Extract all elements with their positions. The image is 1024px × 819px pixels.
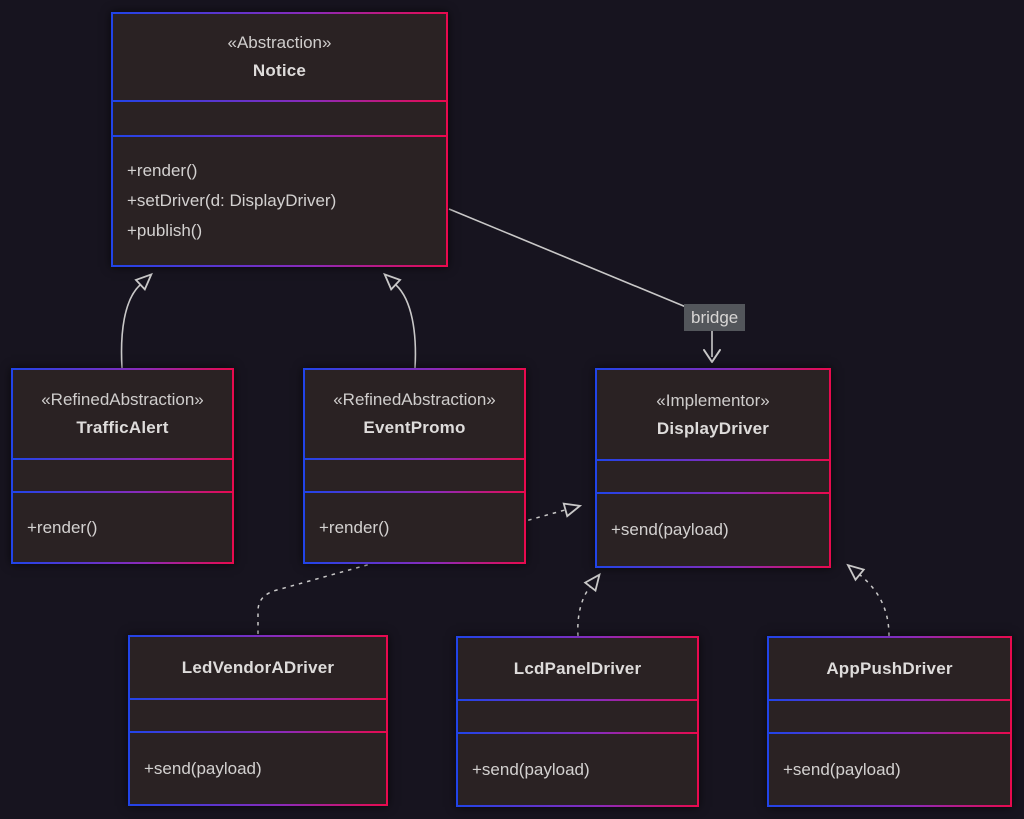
compartment-divider xyxy=(305,458,524,460)
class-name: LedVendorADriver xyxy=(181,657,335,677)
compartment-divider xyxy=(13,491,232,493)
class-name: TrafficAlert xyxy=(76,418,169,437)
methods-compartment: +render() xyxy=(13,493,232,562)
methods-compartment: +send(payload) xyxy=(458,734,697,805)
class-notice: «Abstraction» Notice +render() +setDrive… xyxy=(111,12,448,267)
attributes-compartment xyxy=(769,701,1010,732)
stereotype-label: «Implementor» xyxy=(656,390,770,410)
inheritance-edge-trafficalert-notice xyxy=(120,272,153,369)
method-label: +render() xyxy=(127,161,198,180)
compartment-divider xyxy=(130,698,386,700)
attributes-compartment xyxy=(113,102,446,135)
class-name: Notice xyxy=(252,61,307,80)
compartment-divider xyxy=(769,732,1010,734)
methods-compartment: +render() +setDriver(d: DisplayDriver) +… xyxy=(113,137,446,265)
class-name: DisplayDriver xyxy=(656,418,770,438)
class-name: EventPromo xyxy=(363,418,466,437)
method-label: +send(payload) xyxy=(472,759,590,779)
attributes-compartment xyxy=(458,701,697,732)
stereotype-label: «RefinedAbstraction» xyxy=(333,390,496,409)
compartment-divider xyxy=(305,491,524,493)
bridge-edge-line xyxy=(448,208,687,308)
compartment-divider xyxy=(13,458,232,460)
compartment-divider xyxy=(769,699,1010,701)
class-header: «Abstraction» Notice xyxy=(113,14,446,100)
attributes-compartment xyxy=(305,460,524,491)
compartment-divider xyxy=(458,732,697,734)
methods-compartment: +send(payload) xyxy=(597,494,829,566)
class-eventpromo: «RefinedAbstraction» EventPromo +render(… xyxy=(303,368,526,564)
class-ledvendoradriver: LedVendorADriver +send(payload) xyxy=(128,635,388,806)
compartment-divider xyxy=(113,100,446,102)
method-label: +setDriver(d: DisplayDriver) xyxy=(127,191,337,210)
realization-edge-ledvendoradriver-displaydriver xyxy=(257,502,583,634)
stereotype-label: «RefinedAbstraction» xyxy=(41,390,204,409)
inheritance-edge-eventpromo-notice xyxy=(383,272,417,369)
realization-edge-lcdpaneldriver-displaydriver xyxy=(577,572,601,637)
compartment-divider xyxy=(130,731,386,733)
class-header: «RefinedAbstraction» TrafficAlert xyxy=(13,370,232,458)
realization-edge-apppushdriver-displaydriver xyxy=(846,563,890,637)
method-label: +send(payload) xyxy=(783,759,901,779)
class-name: AppPushDriver xyxy=(826,658,953,678)
method-label: +send(payload) xyxy=(144,758,262,778)
class-header: AppPushDriver xyxy=(769,638,1010,699)
compartment-divider xyxy=(597,492,829,494)
methods-compartment: +send(payload) xyxy=(769,734,1010,805)
class-displaydriver: «Implementor» DisplayDriver +send(payloa… xyxy=(595,368,831,568)
bridge-edge-label: bridge xyxy=(684,304,746,331)
bridge-arrowhead-icon xyxy=(703,349,721,363)
attributes-compartment xyxy=(597,461,829,492)
class-trafficalert: «RefinedAbstraction» TrafficAlert +rende… xyxy=(11,368,234,564)
class-lcdpaneldriver: LcdPanelDriver +send(payload) xyxy=(456,636,699,807)
class-apppushdriver: AppPushDriver +send(payload) xyxy=(767,636,1012,807)
method-label: +publish() xyxy=(127,221,203,240)
compartment-divider xyxy=(458,699,697,701)
method-label: +render() xyxy=(319,517,390,537)
compartment-divider xyxy=(597,459,829,461)
class-header: LedVendorADriver xyxy=(130,637,386,698)
class-header: «Implementor» DisplayDriver xyxy=(597,370,829,459)
stereotype-label: «Abstraction» xyxy=(227,33,332,52)
class-header: LcdPanelDriver xyxy=(458,638,697,699)
method-label: +render() xyxy=(27,517,98,537)
class-header: «RefinedAbstraction» EventPromo xyxy=(305,370,524,458)
attributes-compartment xyxy=(130,700,386,731)
method-label: +send(payload) xyxy=(611,520,729,539)
attributes-compartment xyxy=(13,460,232,491)
compartment-divider xyxy=(113,135,446,137)
class-name: LcdPanelDriver xyxy=(513,658,642,678)
methods-compartment: +send(payload) xyxy=(130,733,386,804)
methods-compartment: +render() xyxy=(305,493,524,562)
